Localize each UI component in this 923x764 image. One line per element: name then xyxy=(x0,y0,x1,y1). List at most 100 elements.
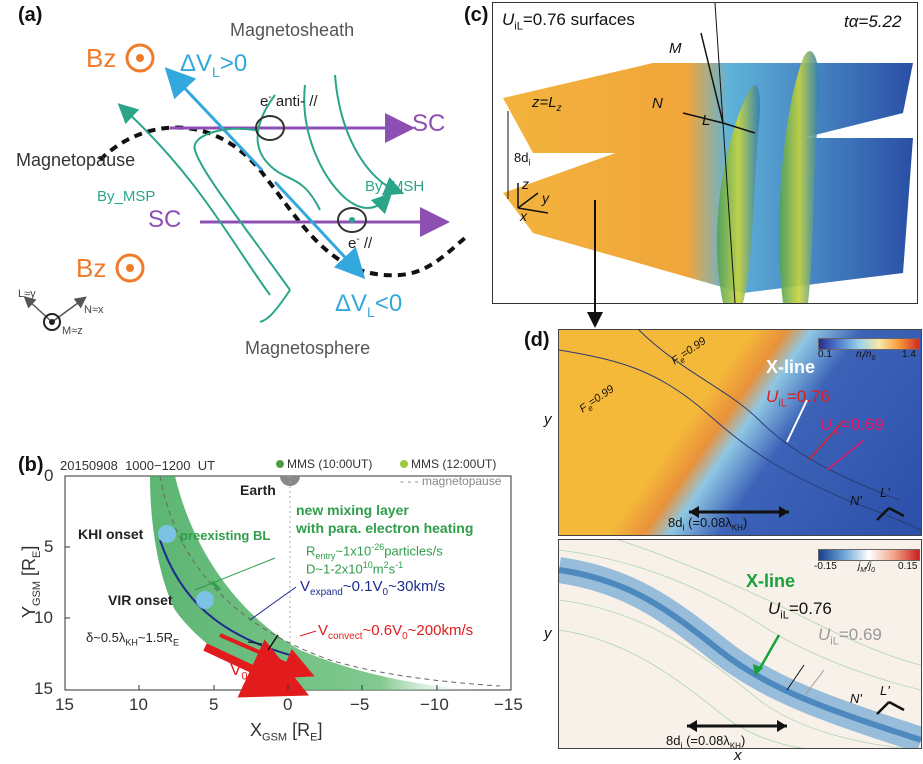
legend-mms10: MMS (10:00UT) xyxy=(276,457,372,471)
scale-bot-label: 8di (=0.08λKH) xyxy=(666,733,746,751)
khi-onset-marker xyxy=(158,525,176,543)
y-axis-label: YGSM [RE] xyxy=(19,545,43,619)
ytick-0: 0 xyxy=(44,466,54,485)
cbar-top-max: 1.4 xyxy=(902,349,916,360)
current-overlay xyxy=(559,540,921,748)
uil-pink-label: UiL=0.69 xyxy=(820,415,884,438)
m-axis-label: M xyxy=(669,40,682,57)
e-anti-label: e- anti- // xyxy=(260,92,318,110)
electron-par-circle xyxy=(337,207,367,233)
density-overlay xyxy=(559,330,921,531)
field-line-3 xyxy=(256,94,321,211)
axis-m-label: M≈z xyxy=(62,325,83,337)
vortex-tube-1 xyxy=(717,85,760,303)
panel-d-label: (d) xyxy=(524,329,550,351)
axis-n-label: N≈x xyxy=(84,304,104,316)
v0-label: V0 xyxy=(230,660,248,683)
v0-arrow xyxy=(203,639,309,698)
panel-c-title: UiL=0.76 surfaces xyxy=(502,10,635,33)
xtick-m10: −10 xyxy=(420,695,449,714)
electron-anti-circle xyxy=(255,115,285,141)
panel-b-plot xyxy=(64,475,512,698)
nl-l-top: L' xyxy=(880,485,890,500)
xtick-15: 15 xyxy=(55,695,74,714)
diffusion-label: D~1-2x1010m2s-1 xyxy=(306,560,404,577)
panel-c-label: (c) xyxy=(464,4,489,26)
l-axis-label: L xyxy=(702,112,711,129)
panel-c-frame xyxy=(492,2,918,304)
panel-b: (b) 20150908 1000−1200 UT MMS (10:00UT) … xyxy=(0,450,523,762)
nl-n-bot: N' xyxy=(850,691,862,706)
current-map xyxy=(558,539,922,749)
field-line-6 xyxy=(259,289,291,323)
panel-c: (c) xyxy=(462,0,923,310)
nl-n-top: N' xyxy=(850,493,862,508)
cbar-top-min: 0.1 xyxy=(818,349,832,360)
mms12-dot-icon xyxy=(400,460,408,468)
magnetosheath-label: Magnetosheath xyxy=(230,20,355,40)
e-par-label: e- // xyxy=(348,234,373,252)
uil-gray-label: UiL=0.69 xyxy=(818,625,882,648)
legend-mp: - - - magnetopause xyxy=(400,474,502,488)
rentry-label: Rentry~1x10-26particles/s xyxy=(306,542,443,561)
cbar-bot-min: -0.15 xyxy=(814,561,837,572)
dvl-pos-arrow xyxy=(164,67,264,172)
new-mixing-label-1: new mixing layer xyxy=(296,502,409,518)
new-mixing-label-2: with para. electron heating xyxy=(296,520,474,536)
xtick-m15: −15 xyxy=(494,695,523,714)
dvl-pos-label: ΔVL>0 xyxy=(180,50,248,80)
lmn-axis-icon xyxy=(23,295,87,331)
panel-c-render xyxy=(503,3,913,303)
cbar-bot xyxy=(818,549,920,561)
x-label-bot: x xyxy=(734,747,742,764)
vexpand-label: Vexpand~0.1V0~30km/s xyxy=(300,578,446,598)
field-line-2 xyxy=(193,127,291,291)
y-label-c: y xyxy=(542,190,549,206)
preexisting-label: preexisting BL xyxy=(180,528,271,543)
delta-label: δ~0.5λKH~1.5RE xyxy=(86,630,179,648)
magnetopause-label: Magnetopause xyxy=(16,150,136,170)
legend-mms12: MMS (12:00UT) xyxy=(400,457,496,471)
cbar-top-label: ni/n0 xyxy=(856,349,876,362)
z-lz-label: z=Lz xyxy=(532,94,562,114)
y-label-top: y xyxy=(544,411,552,428)
magnetopause-curve xyxy=(98,125,467,278)
n-axis-label: N xyxy=(652,95,663,112)
panel-d: (d) 0.1 ni/n0 1.4 Fe=0.99 Fe=0.99 X-line… xyxy=(520,325,923,764)
bz-bottom-icon xyxy=(115,253,145,283)
field-line-5 xyxy=(334,74,405,196)
c-to-d-arrow xyxy=(587,200,603,328)
dvl-neg-label: ΔVL<0 xyxy=(335,290,403,320)
nl-l-bot: L' xyxy=(880,683,890,698)
vir-onset-label: VIR onset xyxy=(108,592,173,608)
dvl-neg-arrow xyxy=(273,180,366,279)
vortex-tube-2 xyxy=(779,51,820,303)
scale-top-label: 8di (=0.08λKH) xyxy=(668,515,748,533)
axis-l-label: L≈y xyxy=(18,288,36,300)
y-ticks xyxy=(65,475,70,691)
x-ticks xyxy=(64,685,512,690)
xline-top-label: X-line xyxy=(766,357,816,377)
bz-top-label: Bz xyxy=(86,43,117,73)
magnetopause-line xyxy=(159,475,501,687)
ytick-5: 5 xyxy=(44,537,54,556)
panel-b-label: (b) xyxy=(18,454,44,476)
panel-c-time: tα=5.22 xyxy=(844,12,902,31)
y-label-bot: y xyxy=(544,625,552,642)
bottom-plane xyxy=(503,138,913,293)
field-line-1 xyxy=(117,103,271,296)
cbar-bot-label: jM/j0 xyxy=(858,561,875,574)
density-map xyxy=(558,329,922,536)
xtick-0: 0 xyxy=(283,695,293,714)
di-label: 8di xyxy=(514,150,531,168)
mms10-dot-icon xyxy=(276,460,284,468)
sc-top-label: SC xyxy=(412,110,446,137)
xtick-m5: −5 xyxy=(350,695,370,714)
uil-black-label: UiL=0.76 xyxy=(768,599,832,622)
ytick-15: 15 xyxy=(34,679,53,698)
cbar-top xyxy=(818,338,920,350)
bz-bottom-label: Bz xyxy=(76,253,107,283)
ytick-10: 10 xyxy=(34,608,53,627)
panel-a-diagram xyxy=(23,43,467,331)
by-msh-label: By_MSH xyxy=(365,178,425,195)
